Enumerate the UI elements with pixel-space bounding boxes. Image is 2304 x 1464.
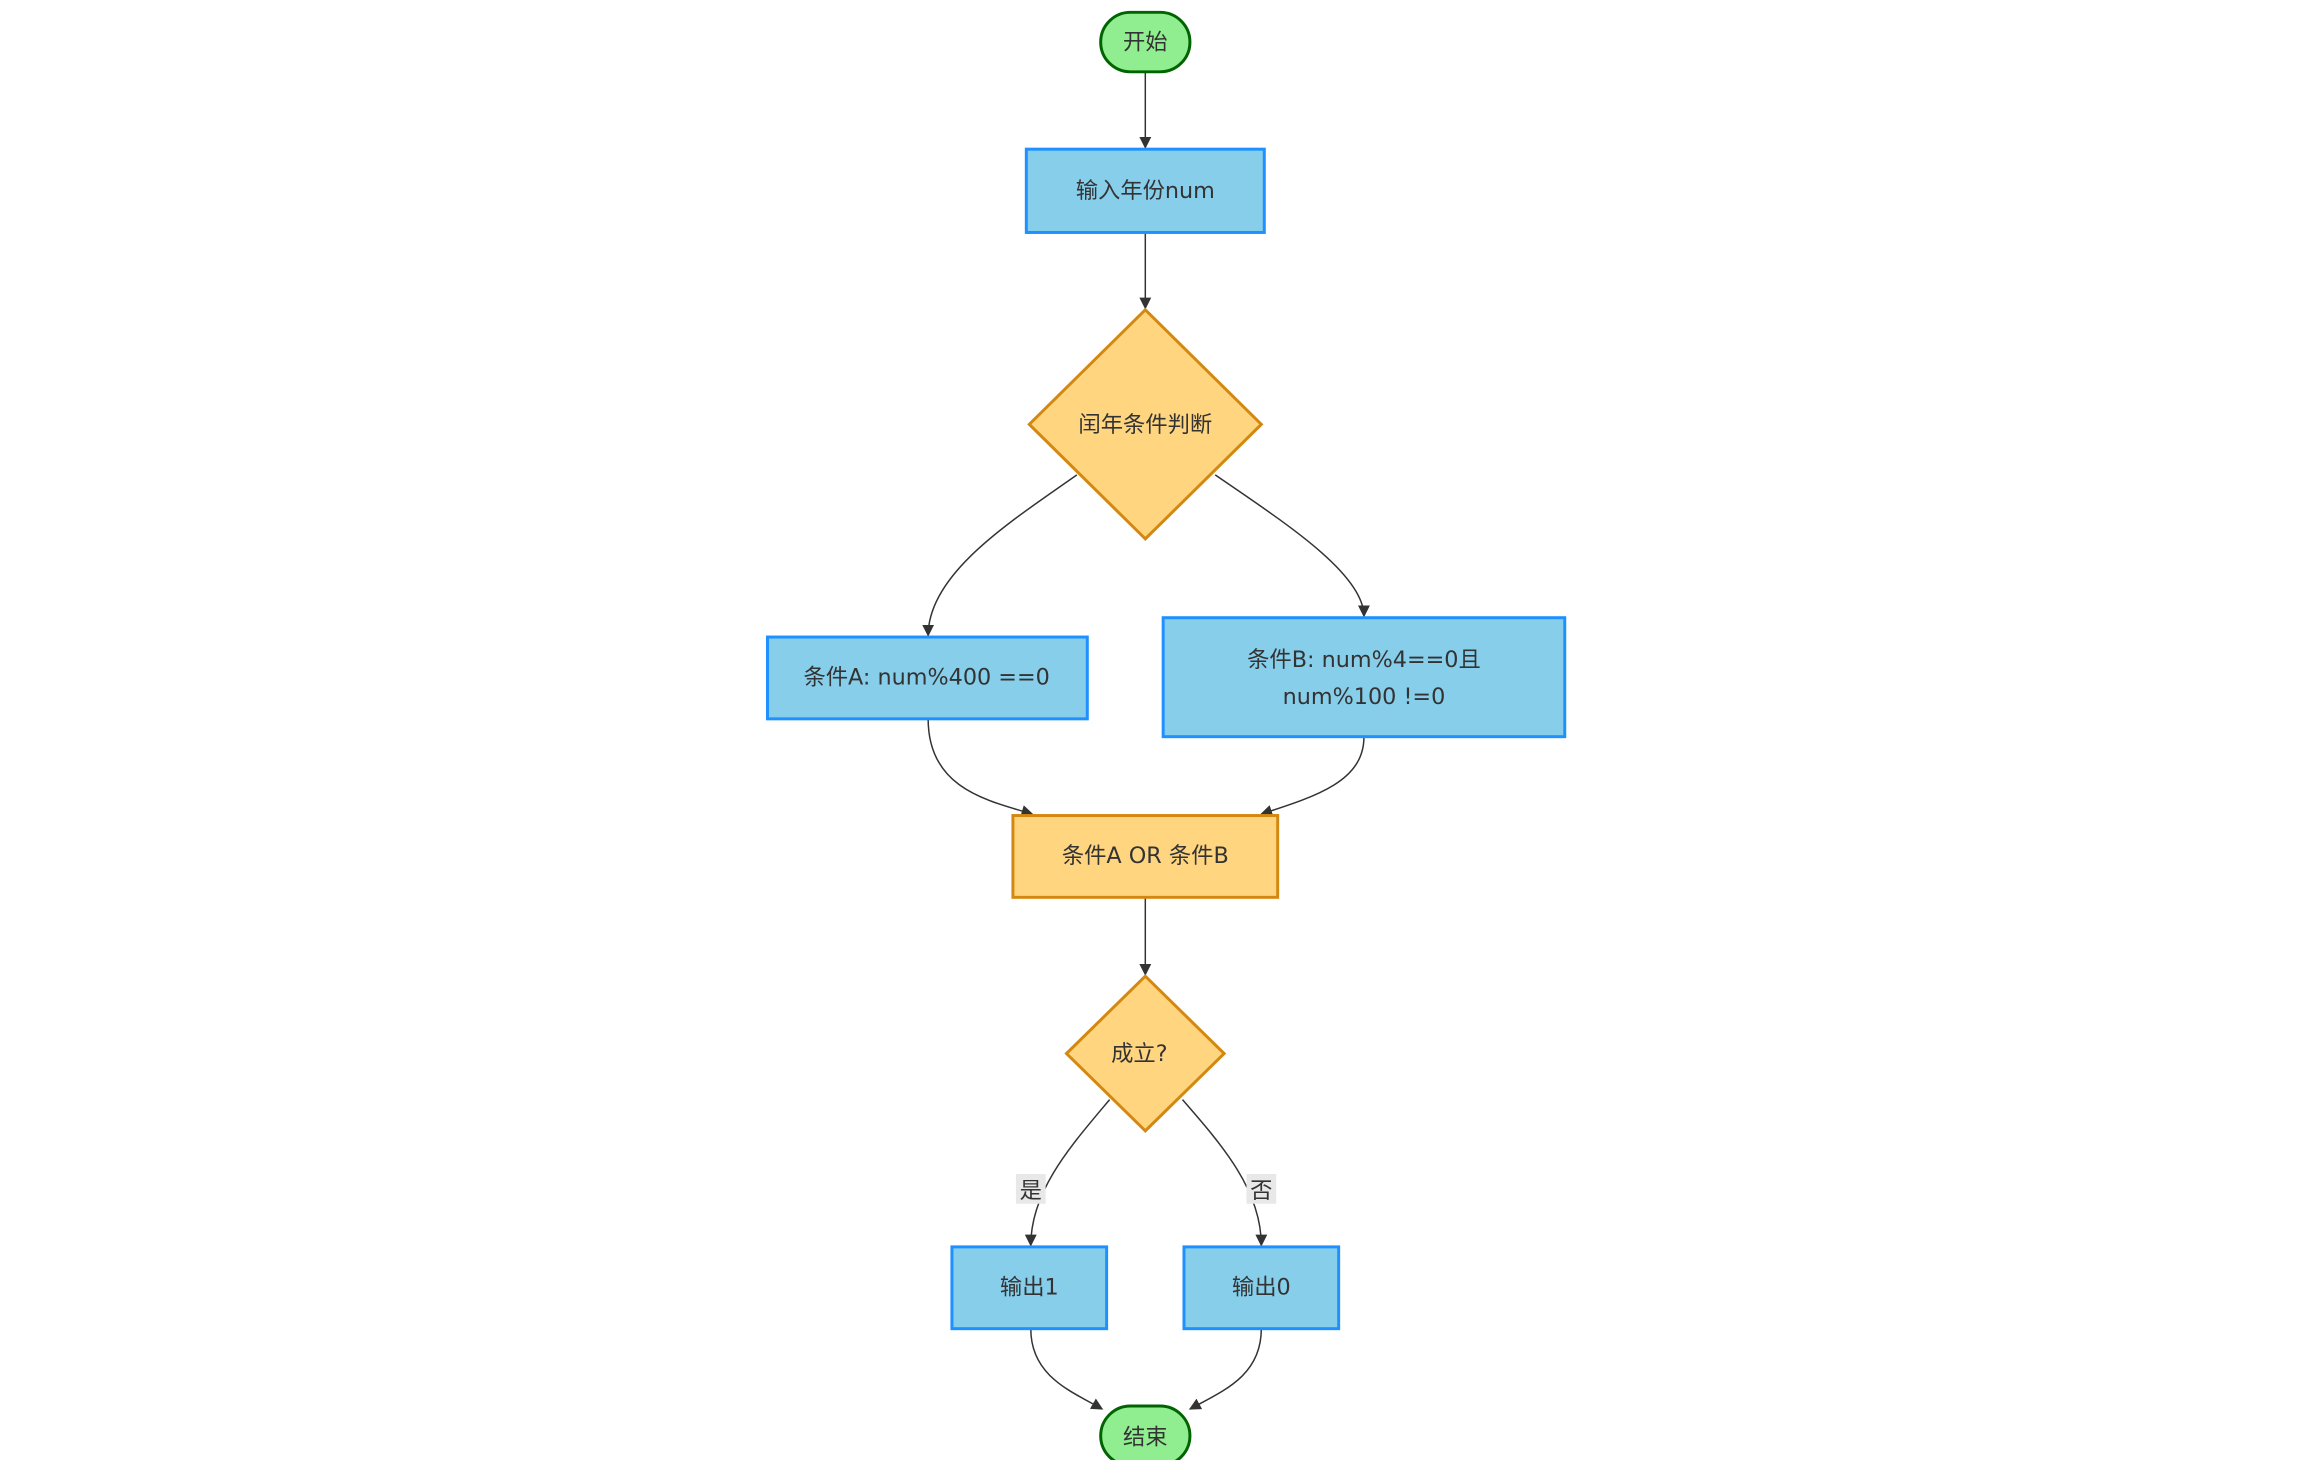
node-leap-check-label: 闰年条件判断 bbox=[1078, 412, 1212, 438]
node-input-label: 输入年份num bbox=[1076, 178, 1215, 204]
edge-cond-b-to-combine bbox=[1260, 736, 1365, 817]
edge-leap-check-to-cond-a bbox=[922, 474, 1078, 637]
edge-holds-no bbox=[1181, 1099, 1268, 1247]
node-output-0-label: 输出0 bbox=[1232, 1274, 1291, 1300]
edge-output1-to-end bbox=[1030, 1328, 1104, 1410]
edge-output0-to-end bbox=[1188, 1328, 1263, 1410]
node-start: 开始 bbox=[1099, 10, 1192, 74]
edge-holds-yes bbox=[1024, 1099, 1111, 1247]
edge-leap-check-to-cond-b bbox=[1214, 474, 1370, 618]
edge-label-yes: 是 bbox=[1015, 1173, 1046, 1204]
node-end: 结束 bbox=[1099, 1404, 1192, 1464]
node-start-label: 开始 bbox=[1123, 30, 1168, 56]
node-output-0: 输出0 bbox=[1182, 1245, 1341, 1331]
node-output-1: 输出1 bbox=[950, 1245, 1109, 1331]
node-combine: 条件A OR 条件B bbox=[1011, 814, 1280, 899]
node-input: 输入年份num bbox=[1024, 147, 1266, 234]
node-cond-a: 条件A: num%400 ==0 bbox=[766, 635, 1089, 721]
edges bbox=[922, 71, 1370, 1410]
edge-label-no: 否 bbox=[1246, 1173, 1277, 1204]
node-combine-label: 条件A OR 条件B bbox=[1062, 843, 1229, 869]
edge-cond-a-to-combine bbox=[927, 718, 1034, 817]
node-cond-b-label-line2: num%100 !=0 bbox=[1283, 684, 1446, 710]
node-cond-b-label-line1: 条件B: num%4==0且 bbox=[1247, 647, 1481, 673]
node-cond-b: 条件B: num%4==0且 num%100 !=0 bbox=[1161, 616, 1567, 739]
node-output-1-label: 输出1 bbox=[1000, 1274, 1059, 1300]
edge-label-no-text: 否 bbox=[1250, 1178, 1272, 1204]
node-holds: 成立? bbox=[1064, 974, 1227, 1133]
node-holds-label: 成立? bbox=[1111, 1041, 1167, 1067]
node-leap-check: 闰年条件判断 bbox=[1027, 307, 1264, 541]
edge-label-yes-text: 是 bbox=[1020, 1178, 1042, 1204]
node-end-label: 结束 bbox=[1123, 1425, 1168, 1451]
node-cond-a-label: 条件A: num%400 ==0 bbox=[803, 665, 1049, 691]
